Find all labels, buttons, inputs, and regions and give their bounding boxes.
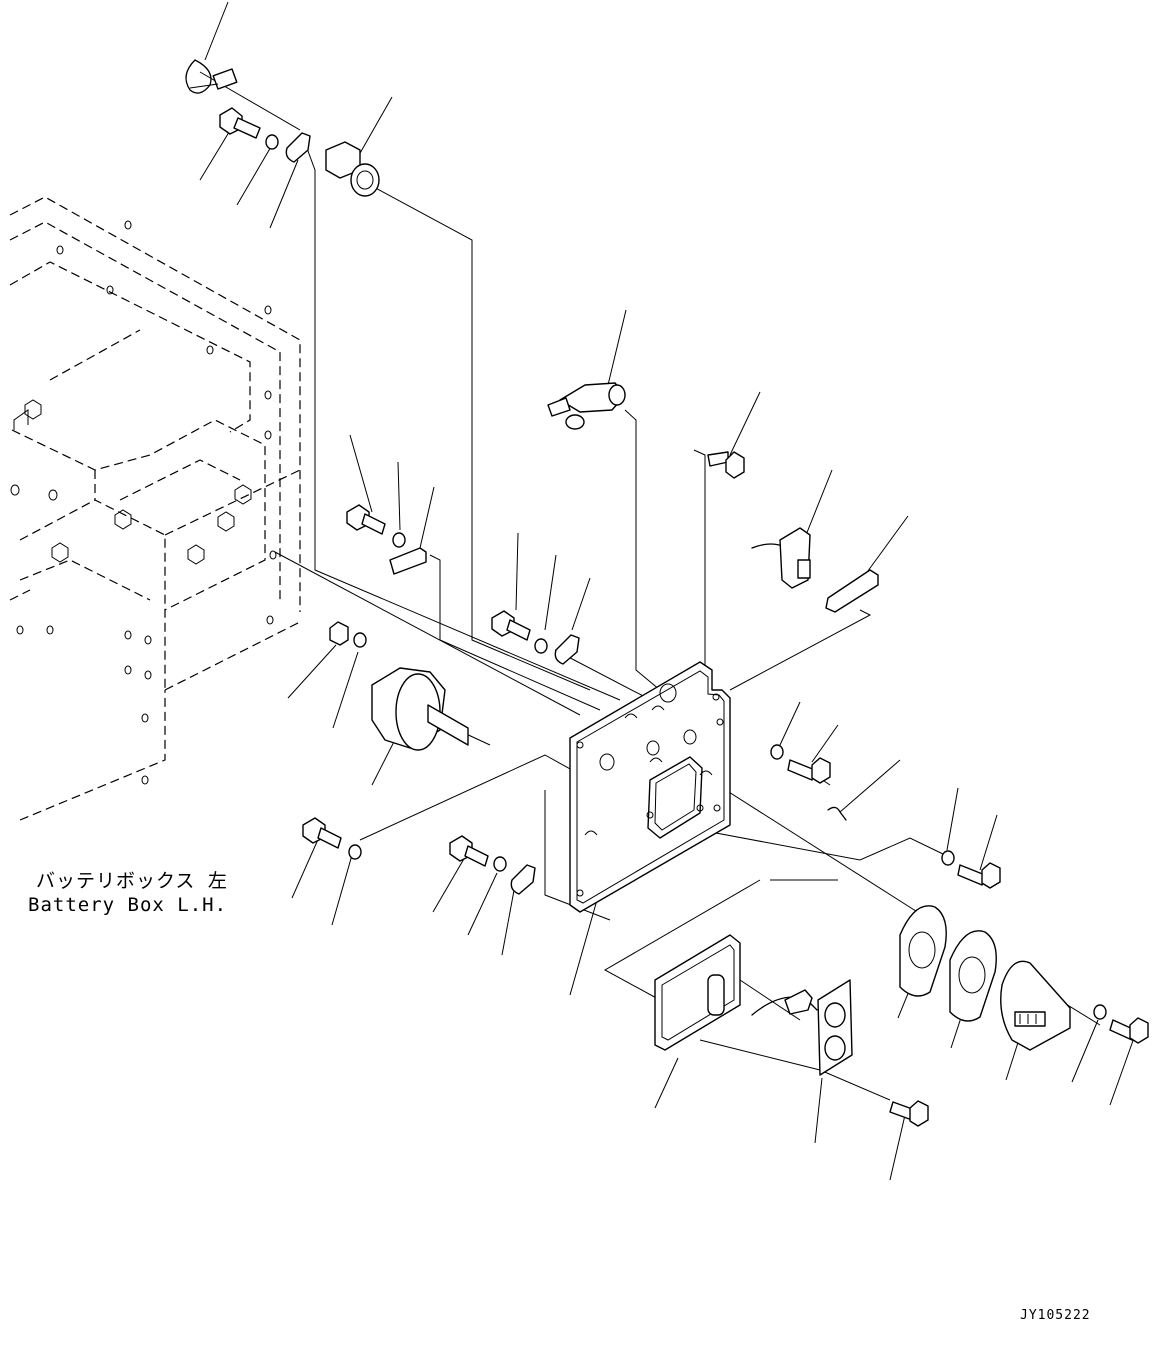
gasket-2 bbox=[949, 930, 997, 1022]
nut-left bbox=[329, 621, 349, 646]
washer-mid-left bbox=[392, 532, 406, 548]
figure-code: JY105222 bbox=[1020, 1308, 1091, 1323]
bolt-far-right bbox=[957, 862, 1001, 889]
clip-mid bbox=[554, 634, 580, 665]
switch-cover bbox=[654, 934, 741, 1051]
plug-connector-top bbox=[325, 141, 380, 197]
battery-box-lh-outline bbox=[9, 196, 301, 821]
clip-mid-left bbox=[389, 547, 427, 575]
gasket-1 bbox=[899, 905, 947, 997]
washer-lower-mid bbox=[493, 856, 507, 872]
key-switch-harness bbox=[751, 527, 811, 589]
bracket-right bbox=[825, 569, 879, 613]
bolt-mid-left bbox=[346, 504, 386, 535]
bolt-socket bbox=[1109, 1017, 1149, 1044]
bolt-top bbox=[219, 107, 261, 139]
toggle-switch-mid bbox=[547, 382, 626, 430]
socket-switch bbox=[1000, 960, 1071, 1051]
washer-mid bbox=[534, 638, 548, 654]
clip-top bbox=[285, 132, 311, 163]
washer-far-right bbox=[941, 850, 955, 866]
switch-mounting-plate bbox=[569, 661, 731, 913]
bolt-right bbox=[787, 757, 831, 784]
bolt-bottom bbox=[889, 1100, 929, 1127]
caption-jp: バッテリボックス 左 bbox=[36, 870, 228, 892]
washer-top bbox=[265, 134, 279, 150]
bolt-mid bbox=[491, 610, 531, 641]
wiring-harness-connector-top bbox=[185, 59, 238, 94]
washer-lower-left bbox=[348, 844, 362, 860]
harness-plug-sockets bbox=[751, 979, 853, 1076]
washer-socket bbox=[1093, 1004, 1107, 1020]
washer-right bbox=[770, 744, 784, 760]
spring-clip bbox=[827, 806, 847, 821]
clip-lower-mid bbox=[510, 864, 536, 895]
washer-left bbox=[353, 632, 367, 648]
bolt-lower-left bbox=[302, 817, 342, 849]
bolt-lower-mid bbox=[449, 835, 489, 867]
rotary-switch-unit bbox=[371, 667, 469, 751]
bolt-right-top bbox=[707, 451, 745, 479]
caption-en: Battery Box L.H. bbox=[28, 894, 228, 916]
